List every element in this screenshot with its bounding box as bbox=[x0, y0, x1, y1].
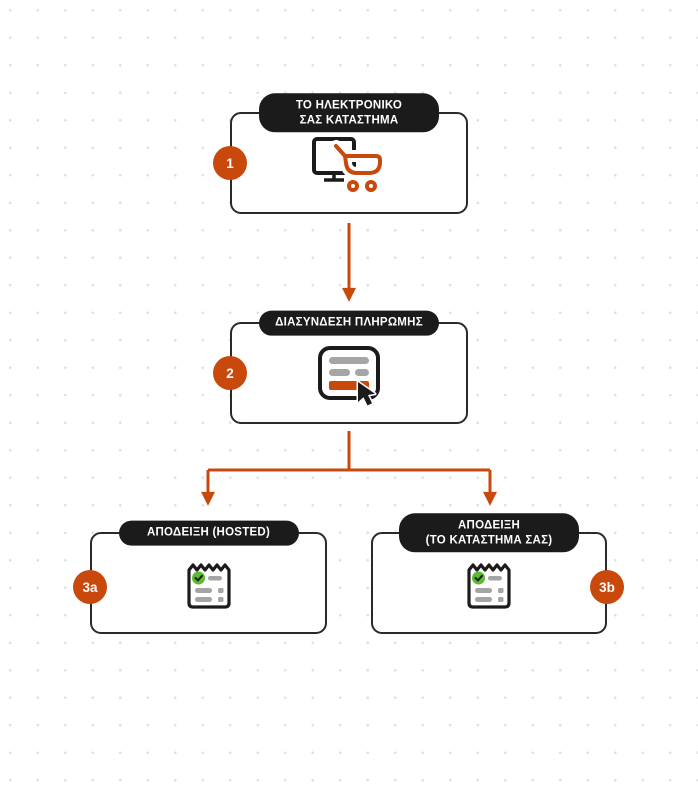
label-line1: ΤΟ ΗΛΕΚΤΡΟΝΙΚΟ bbox=[295, 99, 403, 112]
step-badge-3a: 3a bbox=[73, 570, 107, 604]
label-line2: (ΤΟ ΚΑΤΑΣΤΗΜΑ ΣΑΣ) bbox=[425, 534, 553, 546]
node-receipt-hosted-label: ΑΠΟΔΕΙΞΗ (HOSTED) bbox=[118, 520, 299, 546]
label-line1: ΑΠΟΔΕΙΞΗ (HOSTED) bbox=[146, 526, 271, 539]
node-payment-link-label: ΔΙΑΣΥΝΔΕΣΗ ΠΛΗΡΩΜΗΣ bbox=[259, 310, 439, 336]
receipt-check-icon bbox=[467, 563, 511, 609]
payment-form-cursor-icon bbox=[318, 346, 380, 407]
monitor-cart-icon bbox=[312, 137, 386, 192]
label-line2: ΣΑΣ ΚΑΤΑΣΤΗΜΑ bbox=[299, 114, 399, 126]
step-badge-3b: 3b bbox=[590, 570, 624, 604]
node-receipt-your-store-label: ΑΠΟΔΕΙΞΗ (ΤΟ ΚΑΤΑΣΤΗΜΑ ΣΑΣ) bbox=[399, 513, 579, 553]
node-receipt-your-store: ΑΠΟΔΕΙΞΗ (ΤΟ ΚΑΤΑΣΤΗΜΑ ΣΑΣ) 3b bbox=[371, 513, 624, 634]
label-line1: ΔΙΑΣΥΝΔΕΣΗ ΠΛΗΡΩΜΗΣ bbox=[275, 316, 423, 329]
step-badge-1: 1 bbox=[213, 146, 247, 180]
node-payment-link: ΔΙΑΣΥΝΔΕΣΗ ΠΛΗΡΩΜΗΣ 2 bbox=[213, 310, 468, 424]
node-receipt-hosted: ΑΠΟΔΕΙΞΗ (HOSTED) 3a bbox=[73, 520, 327, 634]
node-online-store-label: ΤΟ ΗΛΕΚΤΡΟΝΙΚΟ ΣΑΣ ΚΑΤΑΣΤΗΜΑ bbox=[259, 93, 439, 133]
node-online-store: ΤΟ ΗΛΕΚΤΡΟΝΙΚΟ ΣΑΣ ΚΑΤΑΣΤΗΜΑ 1 bbox=[213, 93, 468, 214]
receipt-check-icon bbox=[186, 563, 231, 609]
label-line1: ΑΠΟΔΕΙΞΗ bbox=[457, 519, 521, 532]
step-badge-2: 2 bbox=[213, 356, 247, 390]
